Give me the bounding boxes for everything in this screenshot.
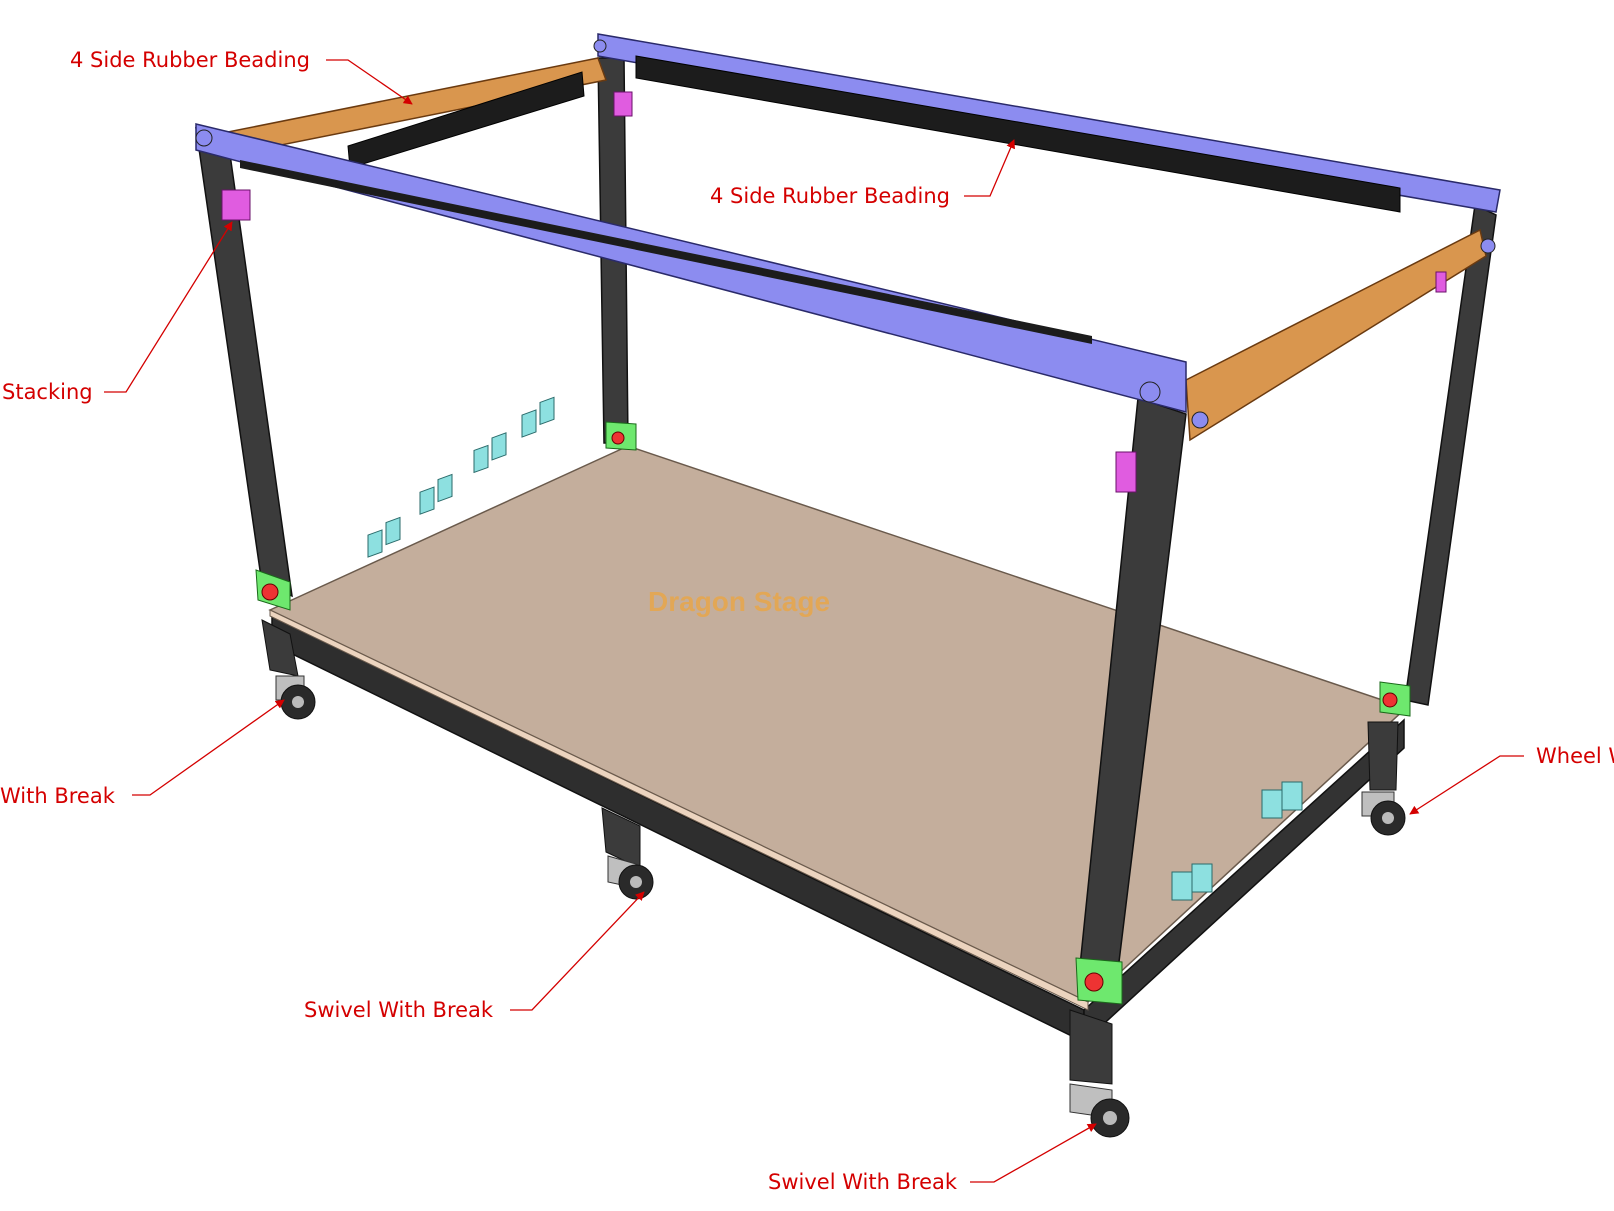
caster-front-left bbox=[261, 619, 316, 720]
callout-wheel-left: With Break bbox=[0, 784, 115, 808]
bolt-back-left bbox=[593, 39, 607, 53]
leader-beading-right bbox=[964, 139, 1015, 197]
top-beam-right bbox=[1185, 228, 1487, 442]
watermark: Dragon Stage bbox=[648, 586, 831, 617]
stacking-block-back-right bbox=[1435, 271, 1447, 293]
top-beam-front-underside bbox=[240, 160, 1092, 344]
deck-clips-right bbox=[1171, 781, 1303, 901]
caster-back-right bbox=[1361, 721, 1406, 836]
callout-stacking: Stacking bbox=[2, 380, 93, 404]
bolt-back-right bbox=[1480, 238, 1496, 254]
leader-swivel-bottom bbox=[970, 1123, 1097, 1183]
callout-rubber-beading-left: 4 Side Rubber Beading bbox=[70, 48, 310, 72]
foot-bracket-back-left bbox=[605, 421, 637, 451]
bolt-front-left bbox=[195, 129, 213, 147]
leg-back-right bbox=[1404, 203, 1497, 706]
callout-rubber-beading-right: 4 Side Rubber Beading bbox=[710, 184, 950, 208]
stacking-block-front-right bbox=[1115, 451, 1137, 493]
leader-beading-left bbox=[326, 59, 413, 105]
leader-wheel-left bbox=[132, 699, 285, 796]
rubber-beading-back bbox=[635, 55, 1401, 213]
bolt-front-right bbox=[1139, 381, 1161, 403]
foot-bracket-front-right bbox=[1075, 957, 1123, 1005]
leader-wheel-right bbox=[1409, 755, 1524, 815]
leader-swivel-middle bbox=[510, 891, 645, 1011]
deck-board-edge bbox=[269, 609, 1089, 1011]
bolt-right-beam bbox=[1191, 411, 1209, 429]
caster-front-right bbox=[1069, 1009, 1130, 1138]
callout-swivel-bottom: Swivel With Break bbox=[768, 1170, 958, 1194]
callout-swivel-middle: Swivel With Break bbox=[304, 998, 494, 1022]
top-beam-front bbox=[195, 123, 1187, 413]
stacking-block-back-left bbox=[613, 91, 633, 117]
leader-stacking bbox=[104, 221, 233, 393]
deck-clips-back bbox=[367, 396, 555, 558]
caster-middle bbox=[601, 807, 654, 900]
callout-wheel-right: Wheel W bbox=[1536, 744, 1614, 768]
stacking-block-front-left bbox=[221, 189, 251, 221]
foot-bracket-back-right bbox=[1379, 681, 1411, 717]
foot-bracket-front-left bbox=[255, 569, 291, 611]
